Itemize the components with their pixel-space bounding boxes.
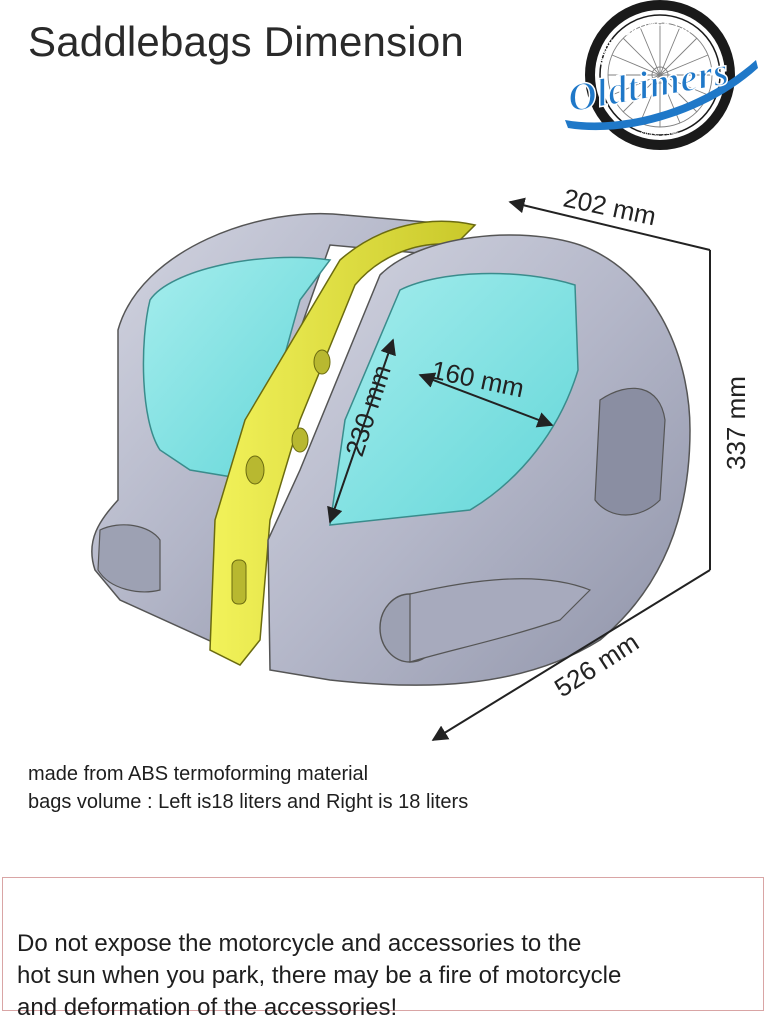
dimension-lines [327,197,711,741]
warning-box: Do not expose the motorcycle and accesso… [2,877,764,1021]
page-title: Saddlebags Dimension [28,18,464,65]
oldtimers-logo-icon: WWW.OLDTIMERS.SI Oldtimers since 1995 [563,0,758,150]
saddlebag-illustration: 202 mm 337 mm 526 mm 160 mm 230 mm [91,183,751,741]
material-info: made from ABS termoforming material bags… [28,760,468,816]
material-line: made from ABS termoforming material [28,763,369,785]
dimension-height-label: 337 mm [721,376,751,470]
dimension-depth-label: 202 mm [561,183,659,232]
volume-line: bags volume : Left is18 liters and Right… [28,791,469,813]
left-bag-half [91,212,462,652]
logo-since: since 1995 [641,129,680,138]
warning-text: Do not expose the motorcycle and accesso… [17,930,622,1021]
